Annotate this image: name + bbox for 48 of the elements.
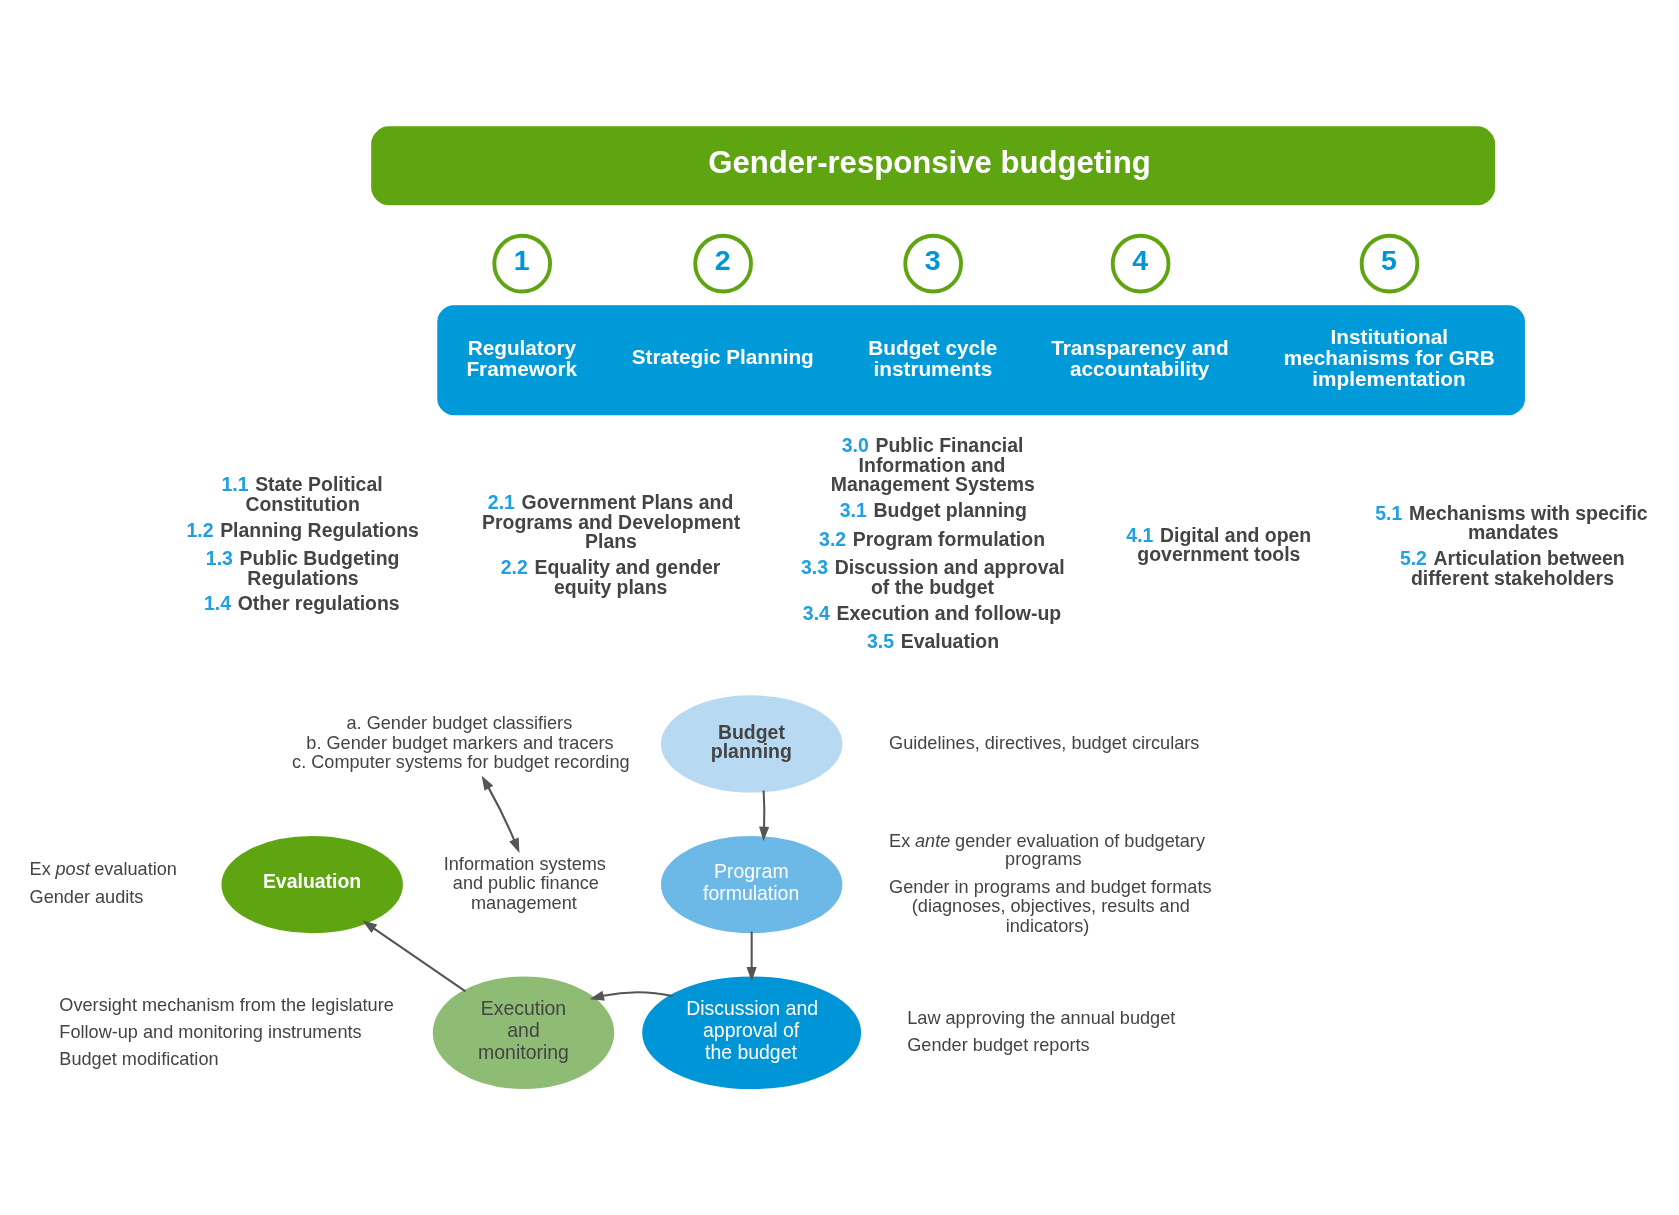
node-circle: 1 xyxy=(492,233,552,294)
node-label: Budget modification xyxy=(59,1049,219,1070)
node-text: Information systems and public finance management xyxy=(443,854,606,913)
node-label: Gender budget reports xyxy=(907,1035,1090,1056)
arrow xyxy=(746,931,757,982)
arrow xyxy=(481,775,520,853)
node-label: Follow-up and monitoring instruments xyxy=(59,1022,362,1043)
label: 3.2 Program formulation xyxy=(819,527,1046,550)
label: 3.5 Evaluation xyxy=(867,630,1000,653)
label: 4.1 Digital and open government tools xyxy=(1126,523,1312,566)
label: 1.4 Other regulations xyxy=(203,592,400,615)
node-text: a. Gender budget classifiers b. Gender budget markers and tracers c. Computer systems for budget recording xyxy=(292,713,630,773)
node-ellipse: Program formulation xyxy=(660,836,843,934)
node-box: Gender-responsive budgeting xyxy=(371,126,1496,206)
label: 1.2 Planning Regulations xyxy=(186,518,419,541)
node-ellipse: Budget planning xyxy=(660,695,843,793)
label: 5.1 Mechanisms with specific mandates xyxy=(1375,501,1648,544)
node-text: Strategic Planning xyxy=(631,344,814,368)
node-text: Budget cycle instruments xyxy=(868,335,998,380)
node-circle: 4 xyxy=(1110,233,1171,294)
label: 5.2 Articulation between different stakeholders xyxy=(1399,547,1625,589)
node-label: Oversight mechanism from the legislature xyxy=(59,994,394,1015)
label: 1.3 Public Budgeting Regulations xyxy=(205,547,400,589)
node-circle: 3 xyxy=(903,233,963,294)
node-text: Regulatory Framework xyxy=(466,335,578,380)
node-text: Institutional mechanisms for GRB implementation xyxy=(1283,325,1495,390)
label: 1.1 State Political Constitution xyxy=(221,473,383,515)
node-label: Ex ante gender evaluation of budgetary programs xyxy=(889,831,1205,870)
label: 2.2 Equality and gender equity plans xyxy=(500,556,721,598)
arrow xyxy=(362,920,467,993)
node-text: Transparency and accountability xyxy=(1051,335,1229,380)
label: 3.1 Budget planning xyxy=(839,499,1027,522)
node-circle: 5 xyxy=(1359,233,1420,294)
node-label: Ex post evaluation xyxy=(29,858,177,879)
arrow xyxy=(589,990,673,1001)
arrow xyxy=(759,790,770,842)
node-ellipse: Discussion and approval of the budget xyxy=(642,976,862,1090)
label: 2.1 Government Plans and Programs and Development Plans xyxy=(482,491,741,553)
label: 3.0 Public Financial Information and Management Systems xyxy=(830,434,1035,496)
cluster xyxy=(437,305,1525,416)
node-label: Guidelines, directives, budget circulars xyxy=(889,733,1200,754)
node-circle: 2 xyxy=(693,233,753,294)
node-label: Gender in programs and budget formats (diagnoses, objectives, results and indicators) xyxy=(889,876,1212,936)
node-label: Gender audits xyxy=(29,887,144,908)
label: 3.4 Execution and follow-up xyxy=(802,601,1062,624)
node-ellipse: Execution and monitoring xyxy=(432,976,615,1090)
label: 3.3 Discussion and approval of the budget xyxy=(800,556,1065,598)
node-label: Law approving the annual budget xyxy=(907,1007,1176,1028)
